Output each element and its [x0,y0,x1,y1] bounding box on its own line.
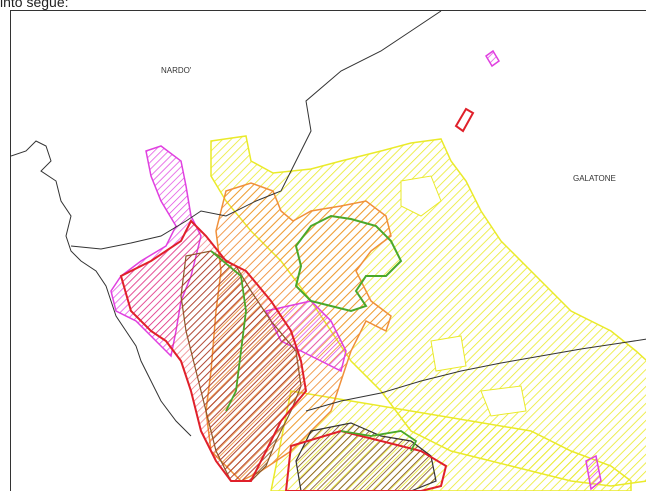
red-small [454,107,475,133]
red-zone-lower [284,429,448,491]
green-boundary [294,214,403,313]
boundary-line-east [305,338,646,412]
boundary-line-north [70,11,442,250]
green-line-left [210,250,247,412]
hole-1 [400,175,442,217]
caption-text: into segue: [0,0,69,10]
green-line-lower [340,430,418,452]
map-frame: NARDO' GALATONE [10,10,646,491]
red-zone [119,219,308,482]
hole-2 [480,385,527,417]
label-nardo: NARDO' [161,66,192,75]
brown-zone-lower [295,422,437,491]
hole-3 [430,335,467,372]
boundary-line-west [11,140,192,437]
magenta-small-2 [585,454,602,491]
magenta-small-1 [485,49,500,68]
map-canvas: NARDO' GALATONE [11,11,646,491]
label-galatone: GALATONE [573,174,616,183]
